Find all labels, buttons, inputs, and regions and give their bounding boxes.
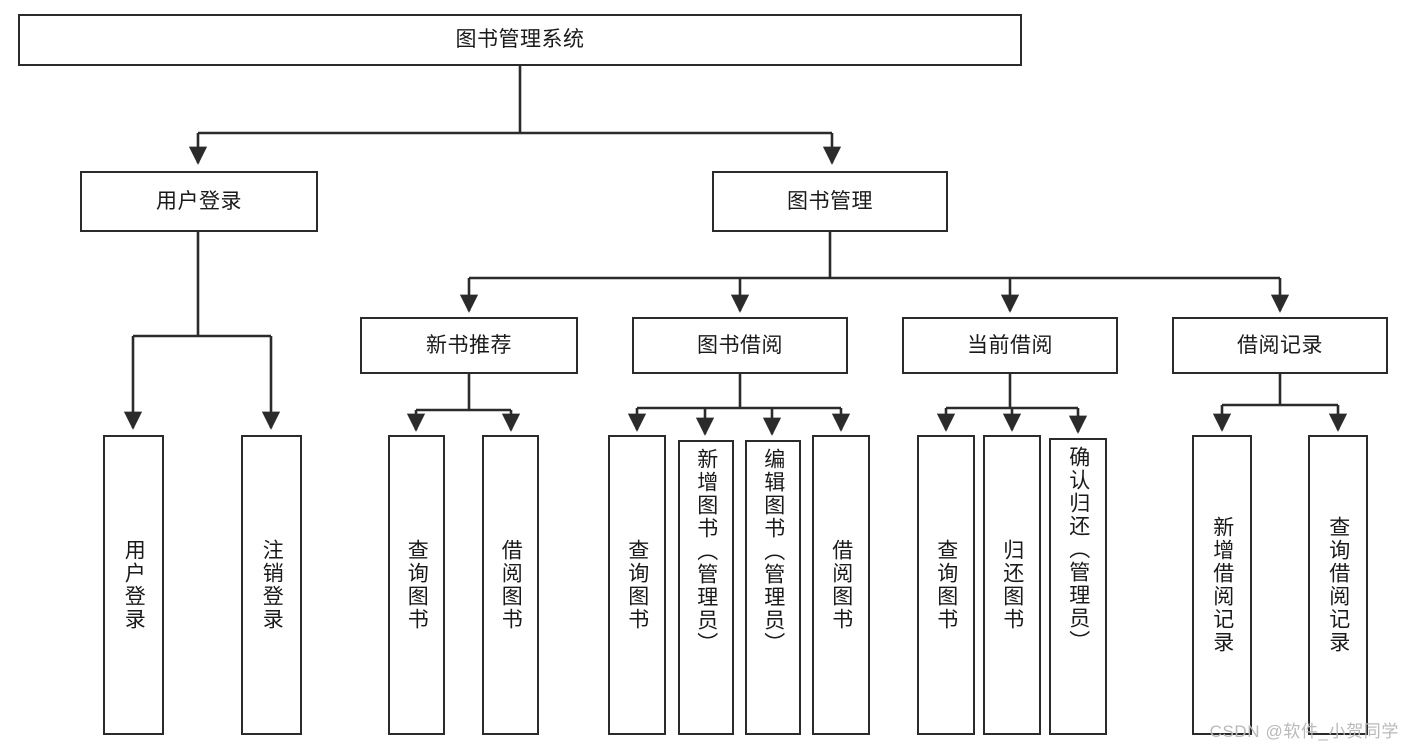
node-user-login[interactable]: 用户登录 bbox=[80, 171, 318, 232]
node-leaf-query-book-c[interactable]: 查询图书 bbox=[917, 435, 975, 735]
csdn-watermark: CSDN @软件_小贺同学 bbox=[1209, 722, 1399, 741]
node-book-borrow[interactable]: 图书借阅 bbox=[632, 317, 848, 374]
node-leaf-borrow-book-b[interactable]: 借阅图书 bbox=[812, 435, 870, 735]
node-leaf-add-book[interactable]: 新增图书（管理员） bbox=[678, 440, 734, 735]
node-root-label: 图书管理系统 bbox=[455, 28, 585, 52]
node-leaf-user-login-label: 用户登录 bbox=[122, 539, 146, 631]
node-leaf-borrow-book-b-label: 借阅图书 bbox=[829, 539, 853, 631]
node-leaf-edit-book-label: 编辑图书（管理员） bbox=[761, 448, 785, 655]
node-leaf-confirm-return[interactable]: 确认归还（管理员） bbox=[1049, 438, 1107, 735]
node-current-borrow[interactable]: 当前借阅 bbox=[902, 317, 1118, 374]
node-leaf-query-book-c-label: 查询图书 bbox=[934, 539, 958, 631]
node-leaf-borrow-book-a[interactable]: 借阅图书 bbox=[482, 435, 539, 735]
node-borrow-record-label: 借阅记录 bbox=[1237, 333, 1323, 357]
node-new-book-recommend-label: 新书推荐 bbox=[426, 333, 512, 357]
node-leaf-query-book-b-label: 查询图书 bbox=[625, 539, 649, 631]
node-leaf-query-book-a-label: 查询图书 bbox=[405, 539, 429, 631]
node-leaf-add-record[interactable]: 新增借阅记录 bbox=[1192, 435, 1252, 735]
node-leaf-query-book-a[interactable]: 查询图书 bbox=[388, 435, 445, 735]
node-leaf-add-book-label: 新增图书（管理员） bbox=[694, 448, 718, 655]
node-new-book-recommend[interactable]: 新书推荐 bbox=[360, 317, 578, 374]
node-leaf-confirm-return-label: 确认归还（管理员） bbox=[1066, 446, 1090, 653]
node-leaf-edit-book[interactable]: 编辑图书（管理员） bbox=[745, 440, 801, 735]
node-borrow-record[interactable]: 借阅记录 bbox=[1172, 317, 1388, 374]
node-leaf-user-login[interactable]: 用户登录 bbox=[103, 435, 164, 735]
node-leaf-add-record-label: 新增借阅记录 bbox=[1210, 516, 1234, 654]
node-leaf-logout-label: 注销登录 bbox=[260, 539, 284, 631]
node-current-borrow-label: 当前借阅 bbox=[967, 333, 1053, 357]
node-leaf-query-record[interactable]: 查询借阅记录 bbox=[1308, 435, 1368, 735]
node-root[interactable]: 图书管理系统 bbox=[18, 14, 1022, 66]
node-book-borrow-label: 图书借阅 bbox=[697, 333, 783, 357]
node-user-login-label: 用户登录 bbox=[156, 189, 242, 213]
node-book-manage-label: 图书管理 bbox=[787, 189, 873, 213]
node-leaf-borrow-book-a-label: 借阅图书 bbox=[499, 539, 523, 631]
node-book-manage[interactable]: 图书管理 bbox=[712, 171, 948, 232]
node-leaf-return-book[interactable]: 归还图书 bbox=[983, 435, 1041, 735]
node-leaf-return-book-label: 归还图书 bbox=[1000, 539, 1024, 631]
node-leaf-query-book-b[interactable]: 查询图书 bbox=[608, 435, 666, 735]
node-leaf-query-record-label: 查询借阅记录 bbox=[1326, 516, 1350, 654]
node-leaf-logout[interactable]: 注销登录 bbox=[241, 435, 302, 735]
